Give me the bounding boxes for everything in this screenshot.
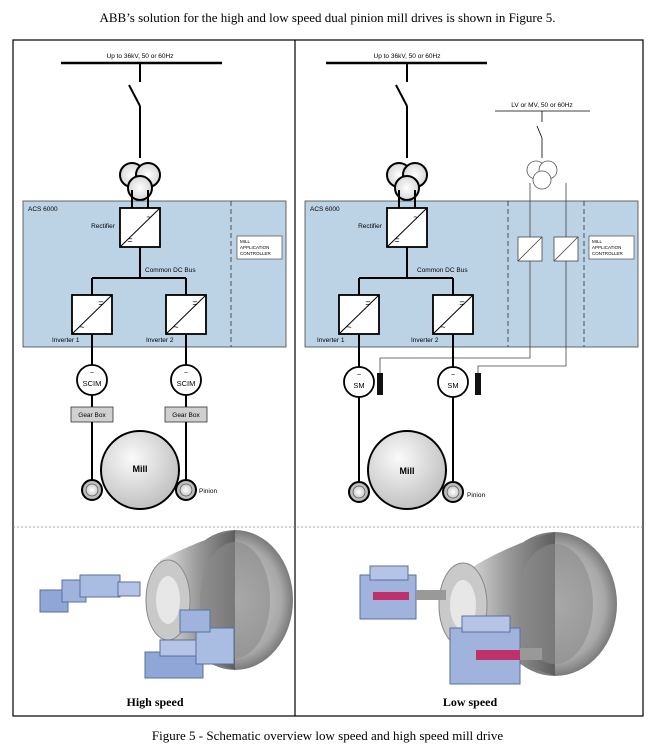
disconnect-switch [128,84,141,107]
svg-text:~: ~ [357,372,361,379]
svg-text:Gear Box: Gear Box [78,412,106,419]
svg-text:APPLICATION: APPLICATION [592,245,621,250]
rectifier: ~ = [386,207,428,248]
svg-text:CONTROLLER: CONTROLLER [592,251,624,256]
pinion-2 [442,481,464,503]
pinion-label: Pinion [199,488,217,495]
svg-text:=: = [98,298,103,308]
intro-text: ABB’s solution for the high and low spee… [99,10,556,25]
mill-label: Mill [133,464,148,474]
svg-text:=: = [365,298,370,308]
rectifier: ~ = [119,207,161,248]
svg-text:Gear Box: Gear Box [172,412,200,419]
mill [367,430,447,510]
sm-motor-render-lower [449,615,542,685]
svg-text:~: ~ [79,322,84,332]
high-speed-label: High speed [126,695,183,709]
rectifier-label: Rectifier [358,223,383,230]
dc-bus-label: Common DC Bus [145,267,196,274]
inverter-2-label: Inverter 2 [146,337,174,344]
svg-text:=: = [192,298,197,308]
inverter-2-label: Inverter 2 [411,337,439,344]
transformer [119,162,161,201]
disconnect-switch [395,84,408,107]
svg-text:~: ~ [451,372,455,379]
svg-text:MILL: MILL [592,239,603,244]
inverter-1: = ~ [338,294,380,335]
motor-set-lower [144,609,235,679]
inverter-1-label: Inverter 1 [52,337,80,344]
acs-label: ACS 6000 [28,206,58,213]
svg-text:~: ~ [440,322,445,332]
mill [100,430,180,510]
exciter-2 [475,373,481,395]
mill-label: Mill [400,466,415,476]
dc-bus-label: Common DC Bus [417,267,468,274]
low-speed-mill-render: Low speed [359,532,617,709]
inverter-2: = ~ [432,294,474,335]
supply-label: Up to 36kV, 50 or 60Hz [107,53,174,60]
left-schematic: Up to 36kV, 50 or 60Hz ACS 6000 MILL APP… [22,53,287,510]
aux-transformer [526,160,558,190]
pinion-1 [348,481,370,503]
sm-motor-render-upper [359,565,446,620]
figure-frame [12,39,644,717]
rectifier-label: Rectifier [91,223,116,230]
mill-application-controller [236,235,283,260]
supply-label: Up to 36kV, 50 or 60Hz [374,53,441,60]
inverter-1-label: Inverter 1 [317,337,345,344]
motor-2-label: SM [447,381,458,390]
inverter-2: = ~ [165,294,207,335]
svg-text:~: ~ [90,370,94,377]
svg-text:MILL: MILL [240,239,251,244]
pinion-label: Pinion [467,492,485,499]
right-schematic: Up to 36kV, 50 or 60Hz LV or MV, 50 or 6… [304,53,639,510]
svg-text:~: ~ [346,322,351,332]
svg-text:~: ~ [146,212,151,222]
aux-supply-label: LV or MV, 50 or 60Hz [511,102,572,109]
high-speed-mill-render: High speed [39,530,293,709]
motor-1-label: SM [353,381,364,390]
motor-1-label: SCIM [83,379,102,388]
scim-motor-2: ~ [170,364,202,396]
low-speed-label: Low speed [443,695,498,709]
figure-caption: Figure 5 - Schematic overview low speed … [151,728,504,743]
svg-text:APPLICATION: APPLICATION [240,245,269,250]
acs-label: ACS 6000 [310,206,340,213]
svg-text:~: ~ [413,212,418,222]
exciter-converter-2 [553,236,579,262]
pinion-2 [175,479,197,501]
motor-set-upper [39,574,141,613]
pinion-1 [81,479,103,501]
transformer [386,162,428,201]
svg-text:=: = [127,235,132,245]
inverter-1: = ~ [71,294,113,335]
motor-2-label: SCIM [177,379,196,388]
svg-text:~: ~ [184,370,188,377]
svg-text:~: ~ [173,322,178,332]
svg-text:=: = [459,298,464,308]
svg-text:=: = [394,235,399,245]
svg-text:CONTROLLER: CONTROLLER [240,251,272,256]
exciter-1 [377,373,383,395]
mill-application-controller [588,235,635,260]
exciter-converter-1 [517,236,543,262]
